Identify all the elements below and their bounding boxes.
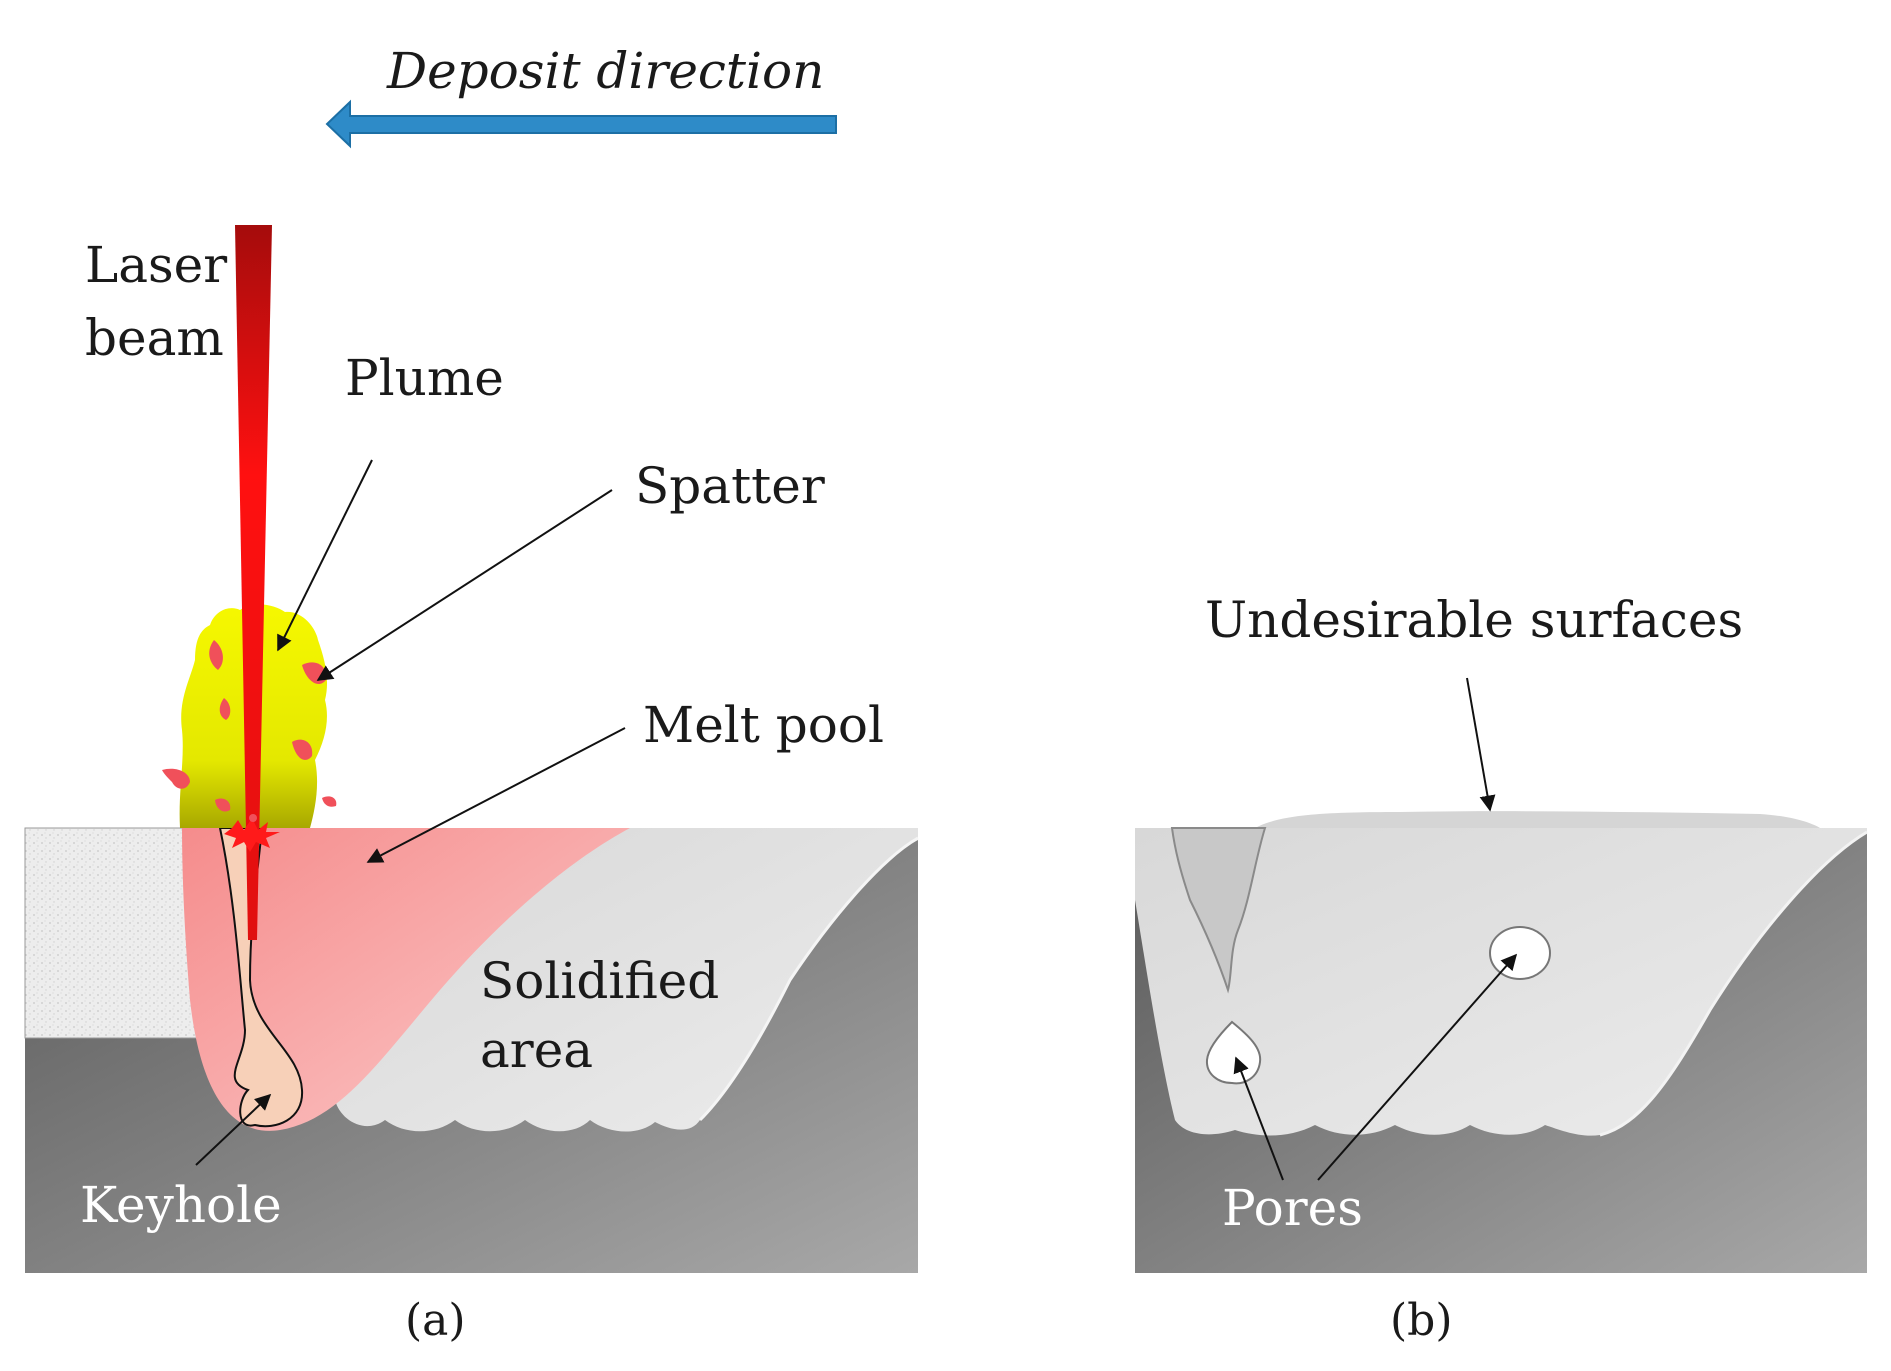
pores-leader-2 (1317, 953, 1518, 1181)
melt-pool-label: Melt pool (643, 696, 884, 754)
panel-b-caption: (b) (1390, 1295, 1453, 1346)
keyhole-label: Keyhole (80, 1176, 282, 1234)
pores-label: Pores (1222, 1179, 1363, 1237)
keyhole (218, 827, 304, 1128)
solidified-area-a (335, 828, 918, 1132)
laser-beam-label-line2: beam (85, 309, 224, 367)
panel-a: Laser beam Plume Spatter Melt pool Solid… (24, 225, 919, 1346)
deposit-direction-label: Deposit direction (386, 42, 824, 100)
solidified-deposit-b (1135, 828, 1867, 1136)
plume-leader (277, 459, 373, 652)
laser-beam (235, 225, 272, 940)
undesirable-leader (1466, 677, 1496, 812)
spatter-leader (316, 489, 613, 681)
undesirable-surfaces-label: Undesirable surfaces (1205, 591, 1743, 649)
panel-a-caption: (a) (405, 1295, 466, 1346)
laser-beam-label-line1: Laser (85, 236, 227, 294)
impact-flash (224, 818, 280, 852)
solidified-label-line1: Solidified (480, 952, 719, 1010)
plume-label: Plume (345, 349, 504, 407)
panel-b: Undesirable surfaces Pores (b) (1135, 591, 1868, 1346)
undesirable-surface (1255, 811, 1820, 828)
pore-round (1489, 926, 1551, 980)
keyhole-leader (195, 1093, 272, 1166)
melt-pool-leader (366, 727, 626, 863)
melt-pool (182, 828, 630, 1131)
spatter-label: Spatter (635, 457, 825, 515)
solidified-label-line2: area (480, 1021, 593, 1079)
deposit-direction-arrow (325, 99, 837, 149)
pores-leader-1 (1233, 1056, 1284, 1181)
v-notch-defect (1170, 827, 1267, 994)
